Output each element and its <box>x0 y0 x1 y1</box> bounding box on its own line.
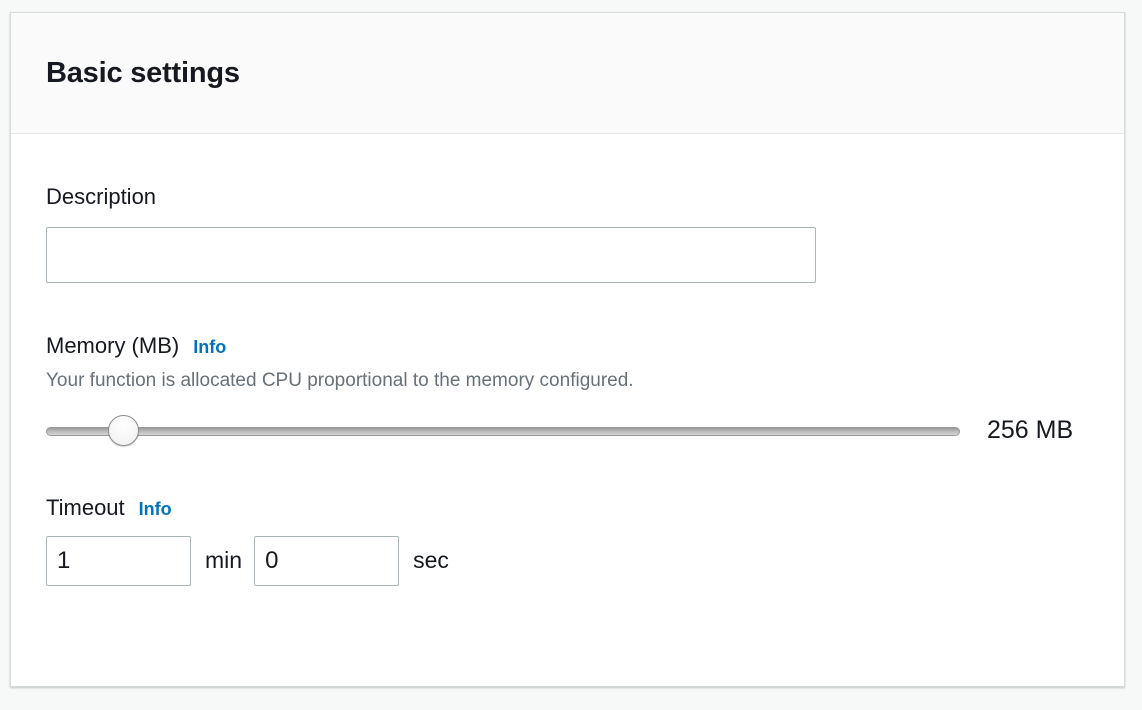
memory-slider-row: 256 MB <box>46 414 1089 447</box>
memory-slider[interactable] <box>46 414 960 447</box>
panel-header: Basic settings <box>11 13 1124 134</box>
timeout-minutes-input[interactable] <box>46 535 191 586</box>
description-field-group: Description <box>46 186 1089 283</box>
page-title: Basic settings <box>46 56 240 89</box>
slider-thumb[interactable] <box>107 414 139 446</box>
memory-field-group: Memory (MB) Info Your function is alloca… <box>46 335 1089 447</box>
memory-value-label: 256 MB <box>987 416 1074 445</box>
memory-label-text: Memory (MB) <box>46 333 180 358</box>
timeout-label: Timeout Info <box>46 494 1089 520</box>
memory-help-text: Your function is allocated CPU proportio… <box>46 370 634 391</box>
memory-label: Memory (MB) Info <box>46 335 1089 357</box>
timeout-field-group: Timeout Info min sec <box>46 494 1089 586</box>
description-input[interactable] <box>46 227 816 283</box>
timeout-seconds-unit: sec <box>413 547 449 574</box>
description-label: Description <box>46 184 157 209</box>
timeout-seconds-input[interactable] <box>254 535 400 586</box>
basic-settings-panel: Basic settings Description Memory (MB) I… <box>10 12 1125 687</box>
timeout-minutes-unit: min <box>205 547 243 574</box>
memory-info-link[interactable]: Info <box>193 337 227 357</box>
panel-body: Description Memory (MB) Info Your functi… <box>11 134 1124 586</box>
timeout-inputs-row: min sec <box>46 535 1089 586</box>
timeout-info-link[interactable]: Info <box>138 498 172 519</box>
slider-track[interactable] <box>46 426 960 436</box>
timeout-label-text: Timeout <box>46 494 125 520</box>
